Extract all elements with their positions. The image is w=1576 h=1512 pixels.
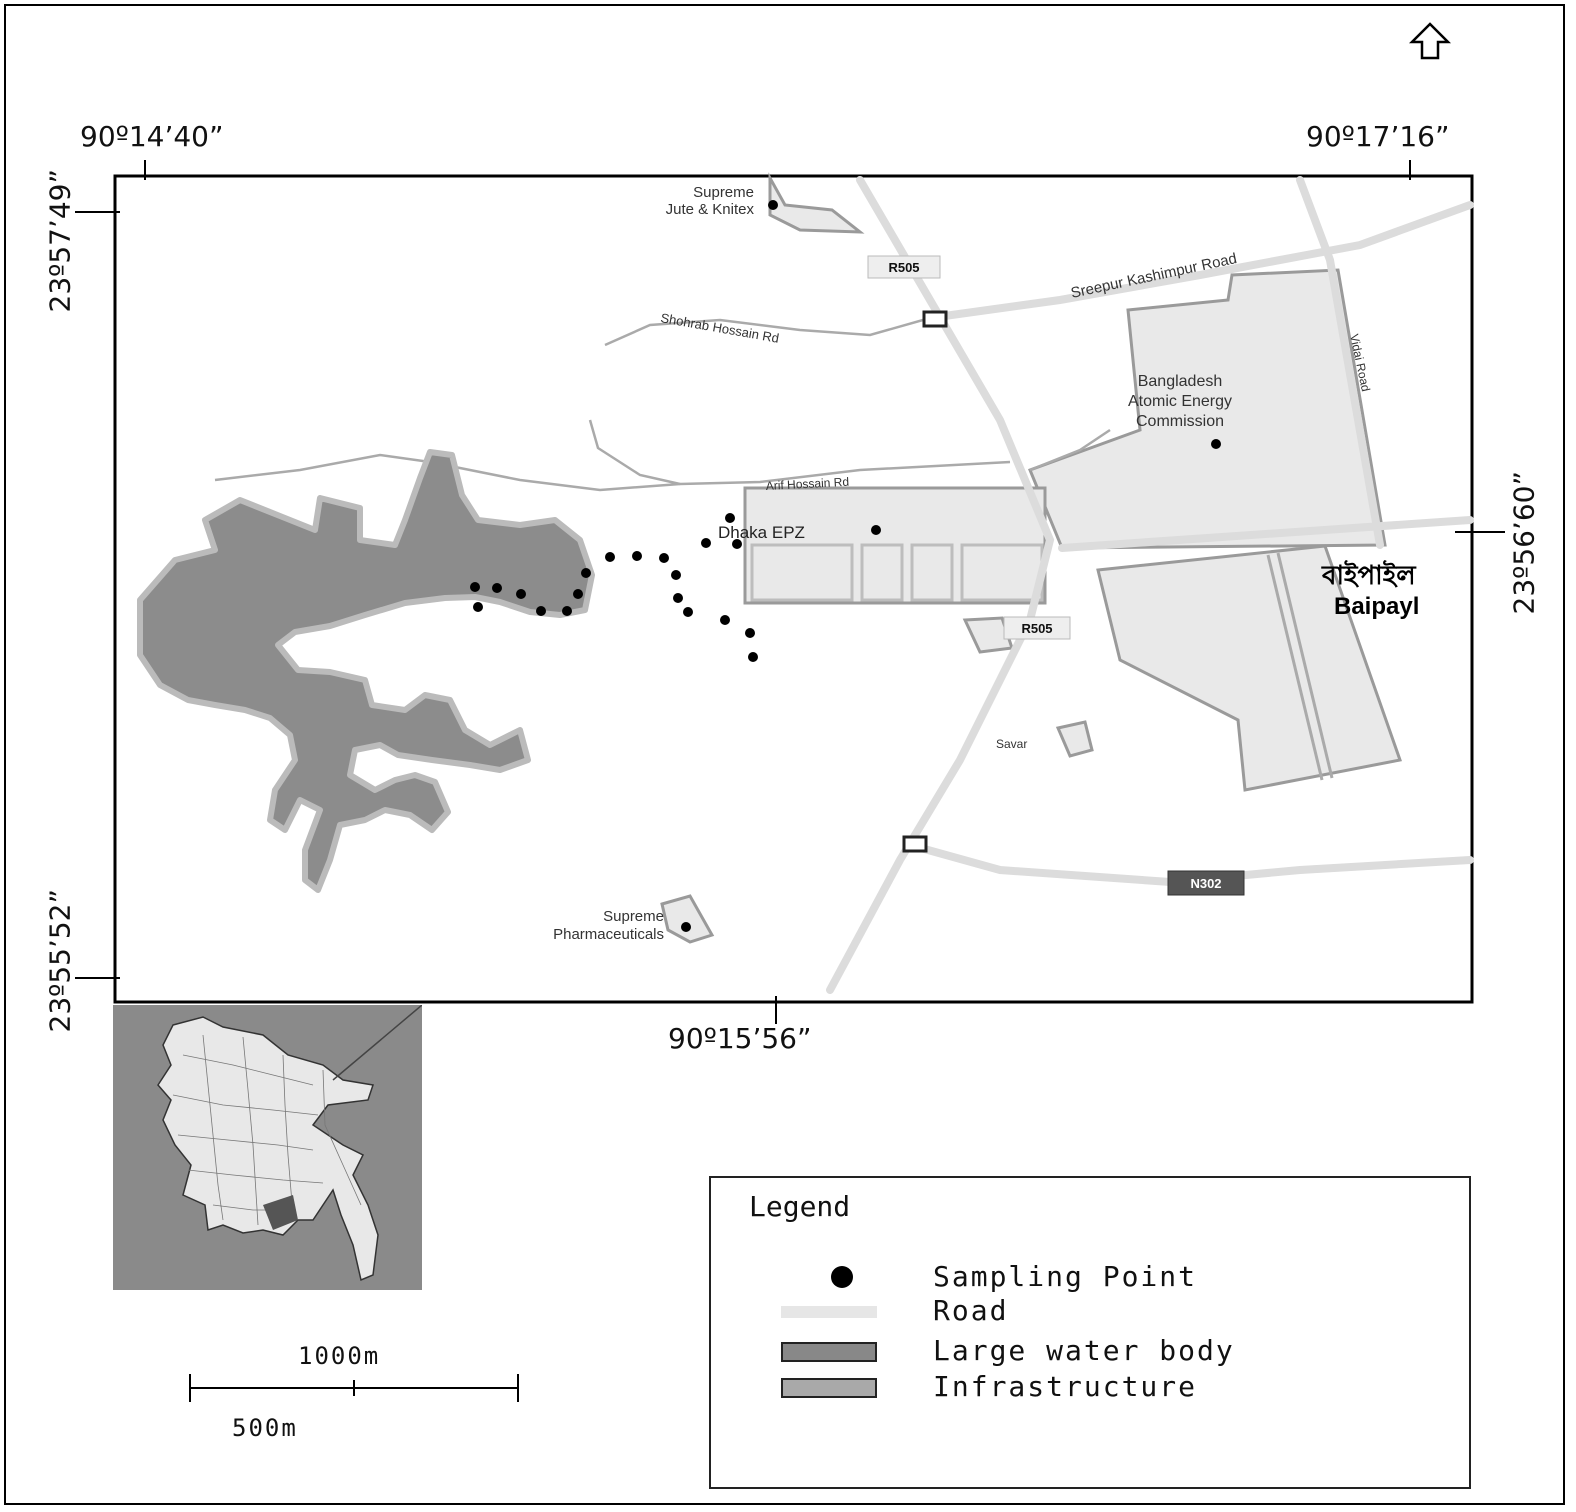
sampling-point	[732, 539, 742, 549]
sampling-point-swatch-icon	[831, 1266, 853, 1288]
coord-left-bottom: 23º55’52”	[43, 889, 77, 1033]
sampling-point	[536, 606, 546, 616]
sampling-point	[470, 582, 480, 592]
plate-r505-mid	[1003, 616, 1071, 640]
water-swatch-icon	[781, 1342, 877, 1362]
road-link-baec	[1029, 428, 1111, 472]
supreme-jute-block	[768, 172, 865, 234]
sampling-point	[871, 525, 881, 535]
sampling-point	[605, 552, 615, 562]
coord-bottom-center: 90º15’56”	[668, 1022, 812, 1055]
road-shohrab-hossain	[604, 316, 931, 347]
label-dhaka-epz: Dhaka EPZ	[718, 523, 805, 542]
baipayl-block	[1096, 544, 1402, 792]
sampling-point	[720, 615, 730, 625]
sampling-point	[1211, 439, 1221, 449]
legend-item-road: Road	[711, 1294, 1469, 1330]
road-swatch-icon	[781, 1306, 877, 1318]
road-baipayl	[1058, 516, 1474, 552]
sampling-point	[581, 568, 591, 578]
north-arrow-icon	[1408, 22, 1452, 60]
sampling-point	[748, 652, 758, 662]
road-sreepur-kashimpur	[926, 201, 1474, 322]
legend-label: Road	[933, 1294, 1009, 1327]
sampling-point	[573, 589, 583, 599]
plate-r505-top	[867, 255, 941, 279]
road-shield-icon	[922, 310, 948, 328]
label-supreme-jute: Supreme Jute & Knitex	[665, 184, 754, 218]
road-numbers: R505 R505 N302	[867, 255, 1245, 896]
label-savar: Savar	[996, 737, 1027, 751]
legend-item-water: Large water body	[711, 1334, 1469, 1370]
legend-item-sampling-point: Sampling Point	[711, 1260, 1469, 1296]
large-water-body	[137, 449, 595, 893]
sampling-point	[659, 553, 669, 563]
supreme-pharma-block	[660, 894, 715, 944]
infrastructure-swatch-icon	[781, 1378, 877, 1398]
coordinate-ticks	[75, 160, 1505, 1024]
road-arif-hossain	[214, 453, 1011, 492]
sampling-point	[562, 606, 572, 616]
sampling-points	[470, 200, 1221, 932]
coord-top-left: 90º14’40”	[80, 120, 224, 153]
sampling-point	[683, 607, 693, 617]
sampling-point	[492, 583, 502, 593]
label-baec: Bangladesh Atomic Energy Commission	[1127, 373, 1233, 430]
sampling-point	[681, 922, 691, 932]
minor-road-layer	[214, 316, 1111, 492]
sampling-point	[673, 593, 683, 603]
sampling-point	[768, 200, 778, 210]
scale-label-long: 1000m	[298, 1342, 381, 1370]
road-vidai	[1296, 176, 1384, 549]
label-arif-rd: Arif Hossain Rd	[765, 475, 849, 493]
legend-title: Legend	[749, 1190, 851, 1223]
legend-label: Sampling Point	[933, 1260, 1198, 1293]
sampling-point	[632, 551, 642, 561]
label-baipayl: Baipayl	[1334, 593, 1419, 620]
legend-item-infrastructure: Infrastructure	[711, 1370, 1469, 1406]
label-supreme-pharma: Supreme Pharmaceuticals	[553, 908, 664, 943]
inset-locator-map	[113, 1004, 423, 1290]
legend: Legend Sampling Point Road Large water b…	[709, 1176, 1471, 1489]
coord-left-top: 23º57’49”	[43, 169, 77, 313]
label-r505-top: R505	[888, 260, 919, 275]
coord-top-right: 90º17’16”	[1306, 120, 1450, 153]
figure-frame	[4, 4, 1565, 1505]
sampling-point	[701, 538, 711, 548]
road-link-west	[588, 419, 681, 486]
legend-label: Large water body	[933, 1334, 1235, 1367]
sampling-point	[671, 570, 681, 580]
road-shields	[902, 310, 948, 853]
scale-bar	[189, 1374, 519, 1402]
label-baipayl-bn: বাইপাইল	[1321, 559, 1417, 590]
label-r505-mid: R505	[1021, 621, 1052, 636]
road-shield-icon	[902, 835, 928, 853]
baec-campus	[1028, 268, 1387, 550]
scale-label-short: 500m	[232, 1414, 298, 1442]
label-n302: N302	[1190, 876, 1221, 891]
plate-n302	[1167, 870, 1245, 896]
sampling-point	[473, 602, 483, 612]
sampling-point	[516, 589, 526, 599]
legend-label: Infrastructure	[933, 1370, 1198, 1403]
bangladesh-outline	[157, 1004, 423, 1282]
coord-right-mid: 23º56’60”	[1507, 471, 1541, 615]
infrastructure-layer	[660, 172, 1402, 944]
savar-block	[1055, 720, 1094, 758]
sampling-point	[725, 513, 735, 523]
sampling-point	[745, 628, 755, 638]
